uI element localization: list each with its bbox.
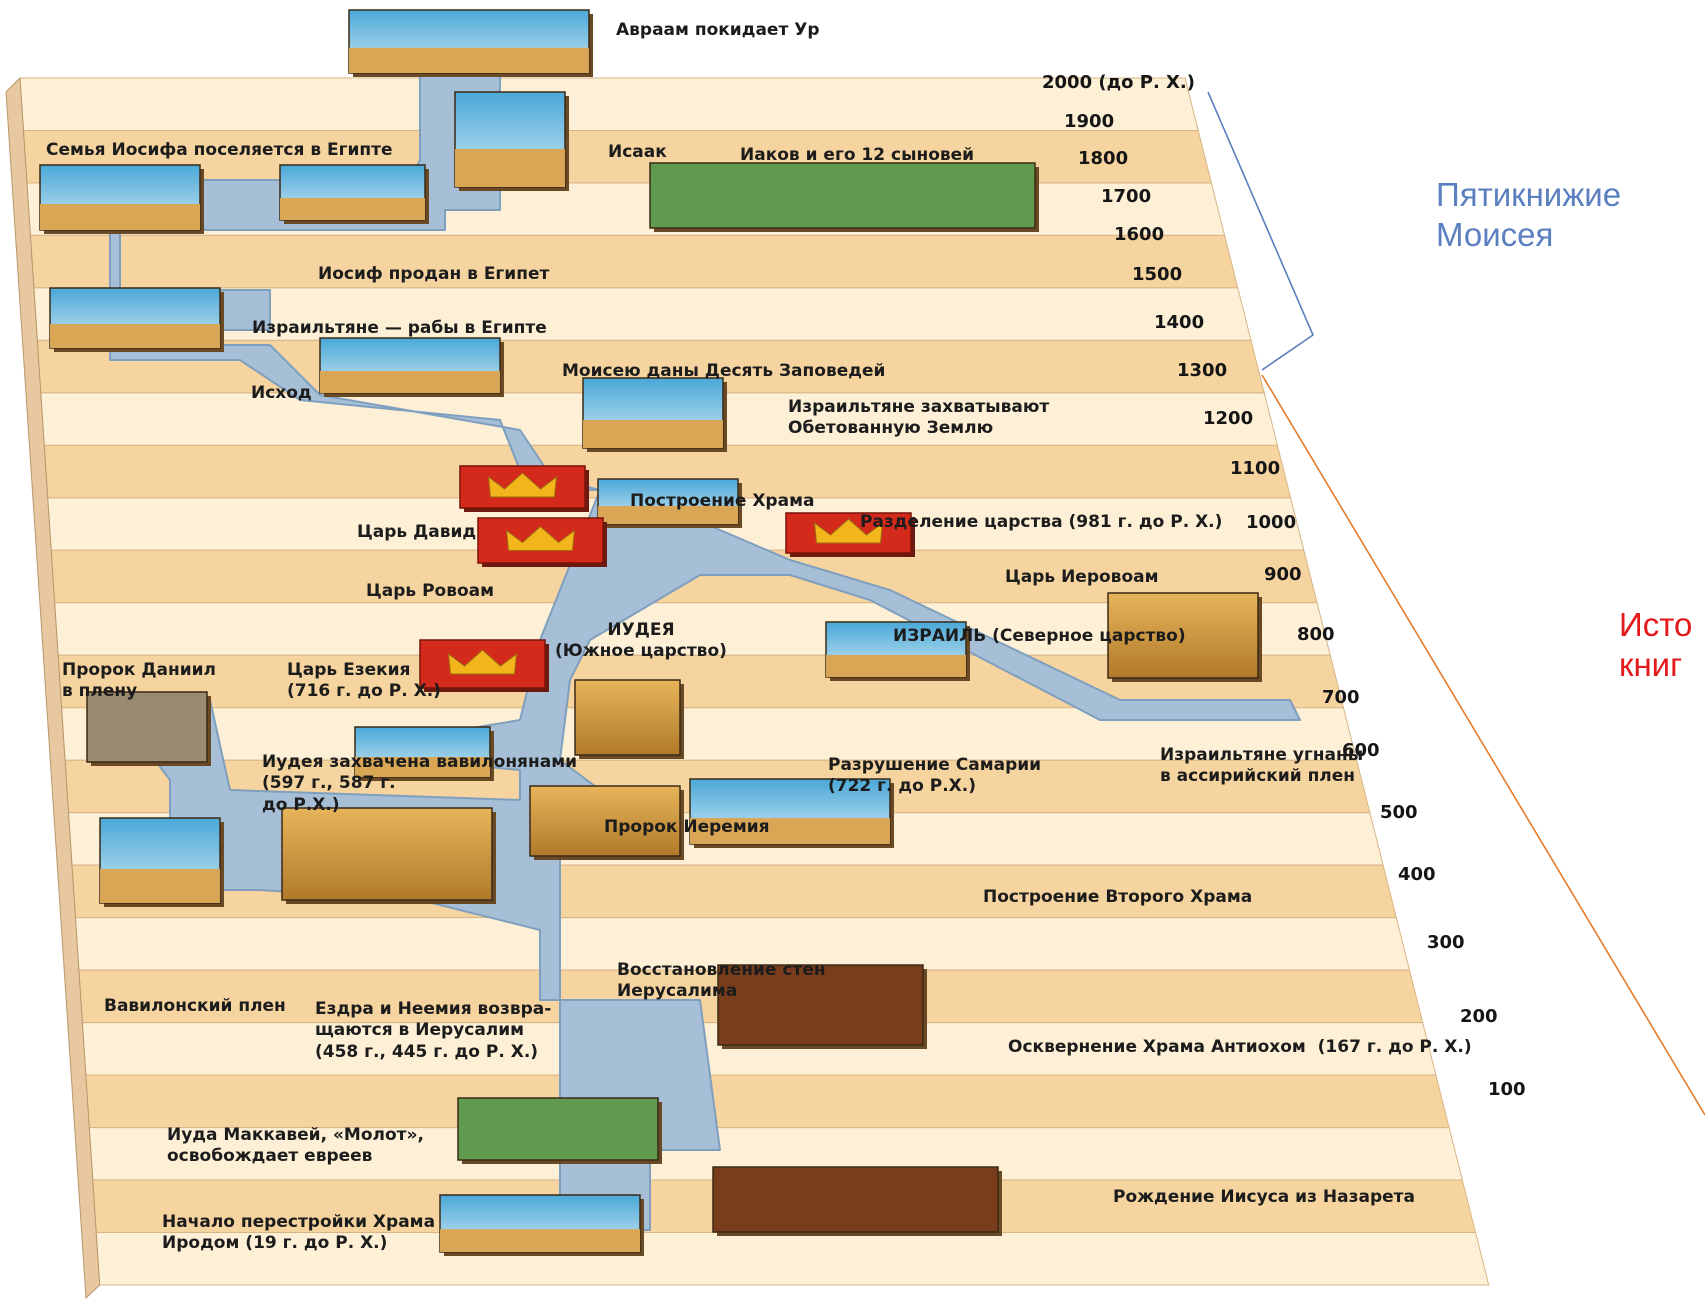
event-avraam: Авраам покидает Ур	[616, 20, 820, 40]
year-label: 1000	[1246, 512, 1296, 533]
event-temple: Построение Храма	[630, 491, 815, 511]
event-rehoboam: Царь Ровоам	[366, 581, 495, 601]
event-iosif-family: Семья Иосифа поселяется в Египте	[46, 140, 393, 160]
tile-ezra	[281, 807, 496, 904]
event-babylon-capture: Иудея захвачена вавилонянами (597 г., 58…	[262, 752, 577, 815]
year-label: 1800	[1078, 148, 1128, 169]
crown-icon	[813, 518, 884, 544]
year-label: 1700	[1101, 186, 1151, 207]
timeline-band	[29, 234, 1239, 289]
year-label: 1900	[1064, 111, 1114, 132]
board-side-edge	[5, 76, 101, 1300]
event-captivity: Вавилонский плен	[104, 996, 286, 1016]
year-label: 1500	[1132, 264, 1182, 285]
year-labels: 2000 (до Р. Х.) 1900 1800 1700 1600 1500 1400 1…	[1042, 72, 1526, 1100]
historical-books-bracket-line	[1261, 374, 1705, 1116]
event-assyria: Израильтяне угнаны в ассирийский плен	[1160, 745, 1364, 787]
tile-antiochus	[717, 964, 927, 1049]
year-label: 100	[1488, 1079, 1526, 1100]
crown-icon	[505, 525, 576, 551]
tile-slaves	[49, 287, 224, 352]
year-label: 1400	[1154, 312, 1204, 333]
tile-ziggurat	[348, 9, 593, 77]
year-label: 1600	[1114, 224, 1164, 245]
year-label: 300	[1427, 932, 1465, 953]
event-commandments: Моисею даны Десять Заповедей	[562, 361, 886, 381]
year-label: 500	[1380, 802, 1418, 823]
event-iosif-sold: Иосиф продан в Египет	[318, 264, 550, 284]
year-label: 200	[1460, 1006, 1498, 1027]
pentateuch-bracket-line	[1207, 91, 1314, 371]
tile-jeremiah	[574, 679, 684, 759]
year-label: 700	[1322, 687, 1360, 708]
event-hezekiah: Царь Езекия (716 г. до Р. Х.)	[287, 660, 441, 702]
year-label: 800	[1297, 624, 1335, 645]
tile-shield	[582, 377, 727, 452]
pentateuch-bracket	[1207, 91, 1314, 371]
tile-hammer	[457, 1097, 662, 1164]
event-samaria: Разрушение Самарии (722 г. до Р.Х.)	[828, 755, 1042, 797]
timeline-band	[19, 77, 1199, 131]
tile-camels	[279, 164, 429, 224]
tile-pyramids	[39, 164, 204, 234]
event-antiochus: Осквернение Храма Антиохом (167 г. до Р.…	[1008, 1037, 1472, 1057]
historical-books-annotation: Исто книг	[1619, 606, 1693, 683]
event-maccabee: Иуда Маккавей, «Молот», освобождает евре…	[167, 1125, 424, 1167]
tile-assyria	[1107, 592, 1262, 682]
year-label: 2000 (до Р. Х.)	[1042, 72, 1195, 93]
tile-walls	[529, 785, 684, 860]
timeline-band	[85, 1074, 1450, 1129]
event-promised-land: Израильтяне захватывают Обетованную Земл…	[788, 397, 1050, 439]
event-isaak: Исаак	[608, 142, 667, 162]
year-label: 900	[1264, 564, 1302, 585]
tile-nativity	[712, 1166, 1002, 1236]
event-herod: Начало перестройки Храма Иродом (19 г. д…	[162, 1212, 436, 1254]
year-label: 1300	[1177, 360, 1227, 381]
event-slaves: Израильтяне — рабы в Египте	[252, 318, 547, 338]
tile-mountains	[319, 337, 504, 397]
tile-samaria	[825, 621, 970, 681]
event-israel: ИЗРАИЛЬ (Северное царство)	[893, 626, 1186, 646]
pentateuch-annotation: Пятикнижие Моисея	[1436, 176, 1622, 253]
crown-icon	[447, 649, 518, 675]
year-label: 600	[1342, 740, 1380, 761]
tile-herod	[439, 1194, 644, 1256]
event-walls: Восстановление стен Иерусалима	[617, 960, 826, 1002]
event-jeroboam: Царь Иеровоам	[1005, 567, 1159, 587]
crown-rehoboam	[477, 517, 607, 567]
tile-daniel	[86, 691, 211, 766]
event-division: Разделение царства (981 г. до Р. Х.)	[860, 512, 1223, 532]
tile-isaak	[454, 91, 569, 191]
event-iakov: Иаков и его 12 сыновей	[740, 145, 975, 165]
crown-jeroboam	[785, 512, 915, 557]
event-ezra: Ездра и Неемия возвра- щаются в Иерусали…	[315, 999, 552, 1062]
tile-babylon	[99, 817, 224, 907]
event-david: Царь Давид	[357, 522, 477, 542]
event-judea: ИУДЕЯ (Южное царство)	[555, 620, 727, 662]
event-jesus: Рождение Иисуса из Назарета	[1113, 1187, 1415, 1207]
crown-hezekiah	[419, 639, 549, 692]
tile-second-temple	[689, 778, 894, 848]
year-label: 400	[1398, 864, 1436, 885]
event-daniel: Пророк Даниил в плену	[62, 660, 217, 702]
tile-iakov-sons	[649, 162, 1039, 232]
year-label: 1200	[1203, 408, 1253, 429]
crown-icon	[487, 472, 558, 498]
event-ishod: Исход	[251, 383, 312, 403]
timeline-board	[5, 76, 1490, 1300]
tile-captives	[354, 726, 494, 781]
tile-temple	[597, 478, 742, 528]
year-label: 1100	[1230, 458, 1280, 479]
historical-books-bracket	[1261, 374, 1705, 1116]
event-second-temple: Построение Второго Храма	[983, 887, 1253, 907]
crown-david	[459, 465, 589, 512]
event-tiles	[39, 9, 1262, 1256]
event-jeremiah: Пророк Иеремия	[604, 817, 770, 837]
